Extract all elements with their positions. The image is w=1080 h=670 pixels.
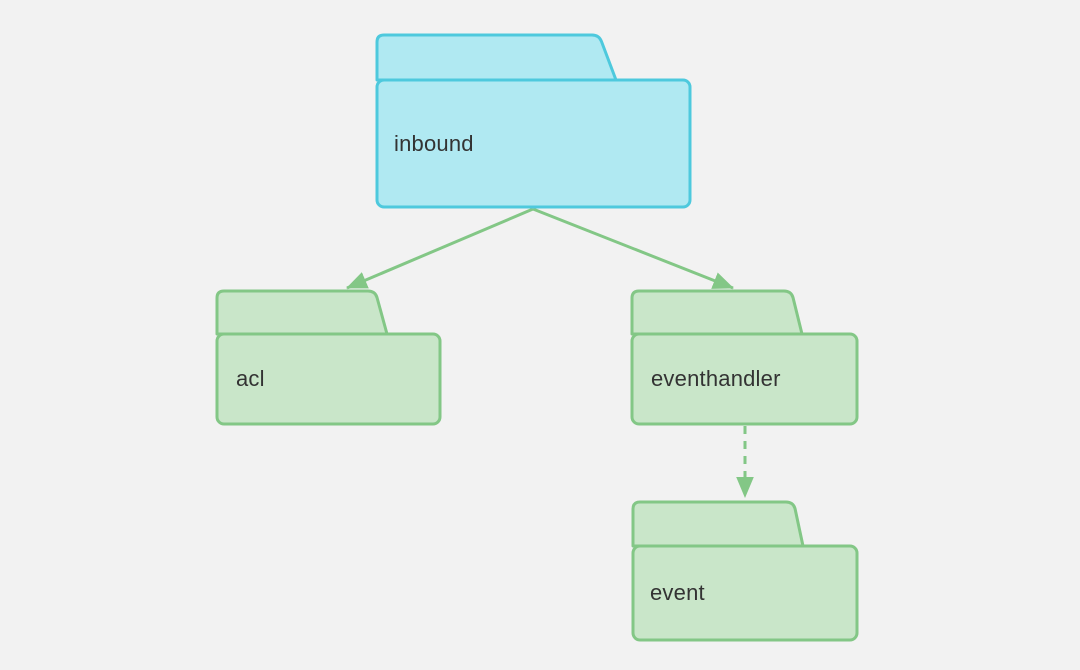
- edge-line-inbound-acl: [346, 207, 534, 290]
- folder-event-tab: [631, 500, 805, 548]
- folder-eventhandler-body: [630, 332, 859, 426]
- folder-inbound-body: [375, 78, 692, 209]
- folder-inbound-tab: [375, 33, 618, 82]
- folder-eventhandler[interactable]: [630, 289, 859, 426]
- folder-acl-tab: [215, 289, 389, 336]
- edge-line-inbound-eventhandler: [532, 207, 734, 290]
- folder-inbound[interactable]: [375, 33, 692, 209]
- folder-acl-body: [215, 332, 442, 426]
- edge-inbound-acl: [346, 207, 534, 290]
- edge-inbound-eventhandler: [532, 207, 734, 290]
- folder-event[interactable]: [631, 500, 859, 642]
- folder-acl[interactable]: [215, 289, 442, 426]
- folder-eventhandler-tab: [630, 289, 804, 336]
- folder-event-body: [631, 544, 859, 642]
